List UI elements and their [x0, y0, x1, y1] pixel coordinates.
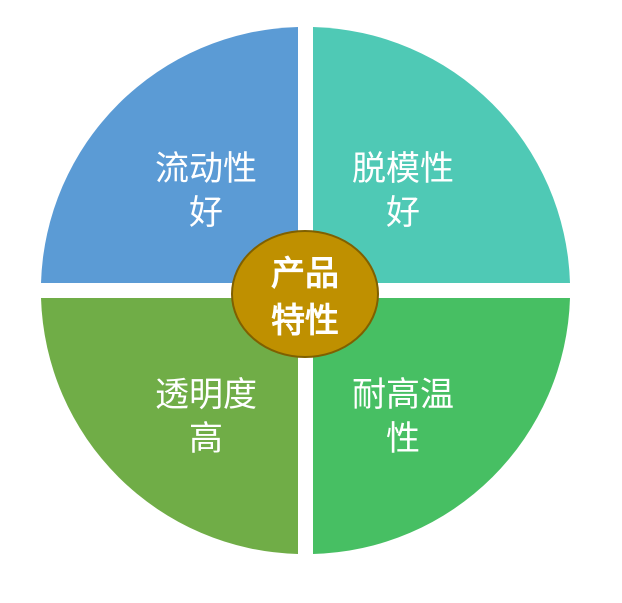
- center-ellipse: [231, 230, 379, 358]
- quadrant-label-bottom-right: 耐高温: [352, 375, 454, 415]
- quadrant-label-bottom-left: 高: [189, 419, 223, 459]
- quadrant-label-bottom-left: 透明度: [155, 375, 257, 415]
- quadrant-bottom-right: [313, 298, 570, 554]
- quadrant-label-top-right: 脱模性: [352, 149, 454, 189]
- quadrant-bottom-left: [41, 298, 298, 554]
- quadrant-label-top-left: 流动性: [155, 149, 257, 189]
- quadrant-label-bottom-right: 性: [386, 419, 420, 459]
- quadrant-label-top-right: 好: [386, 193, 420, 233]
- quadrant-top-right: [313, 27, 570, 283]
- center-label: 产品: [271, 254, 339, 294]
- quadrant-top-left: [41, 27, 298, 283]
- quadrant-label-top-left: 好: [189, 193, 223, 233]
- center-label: 特性: [271, 301, 339, 341]
